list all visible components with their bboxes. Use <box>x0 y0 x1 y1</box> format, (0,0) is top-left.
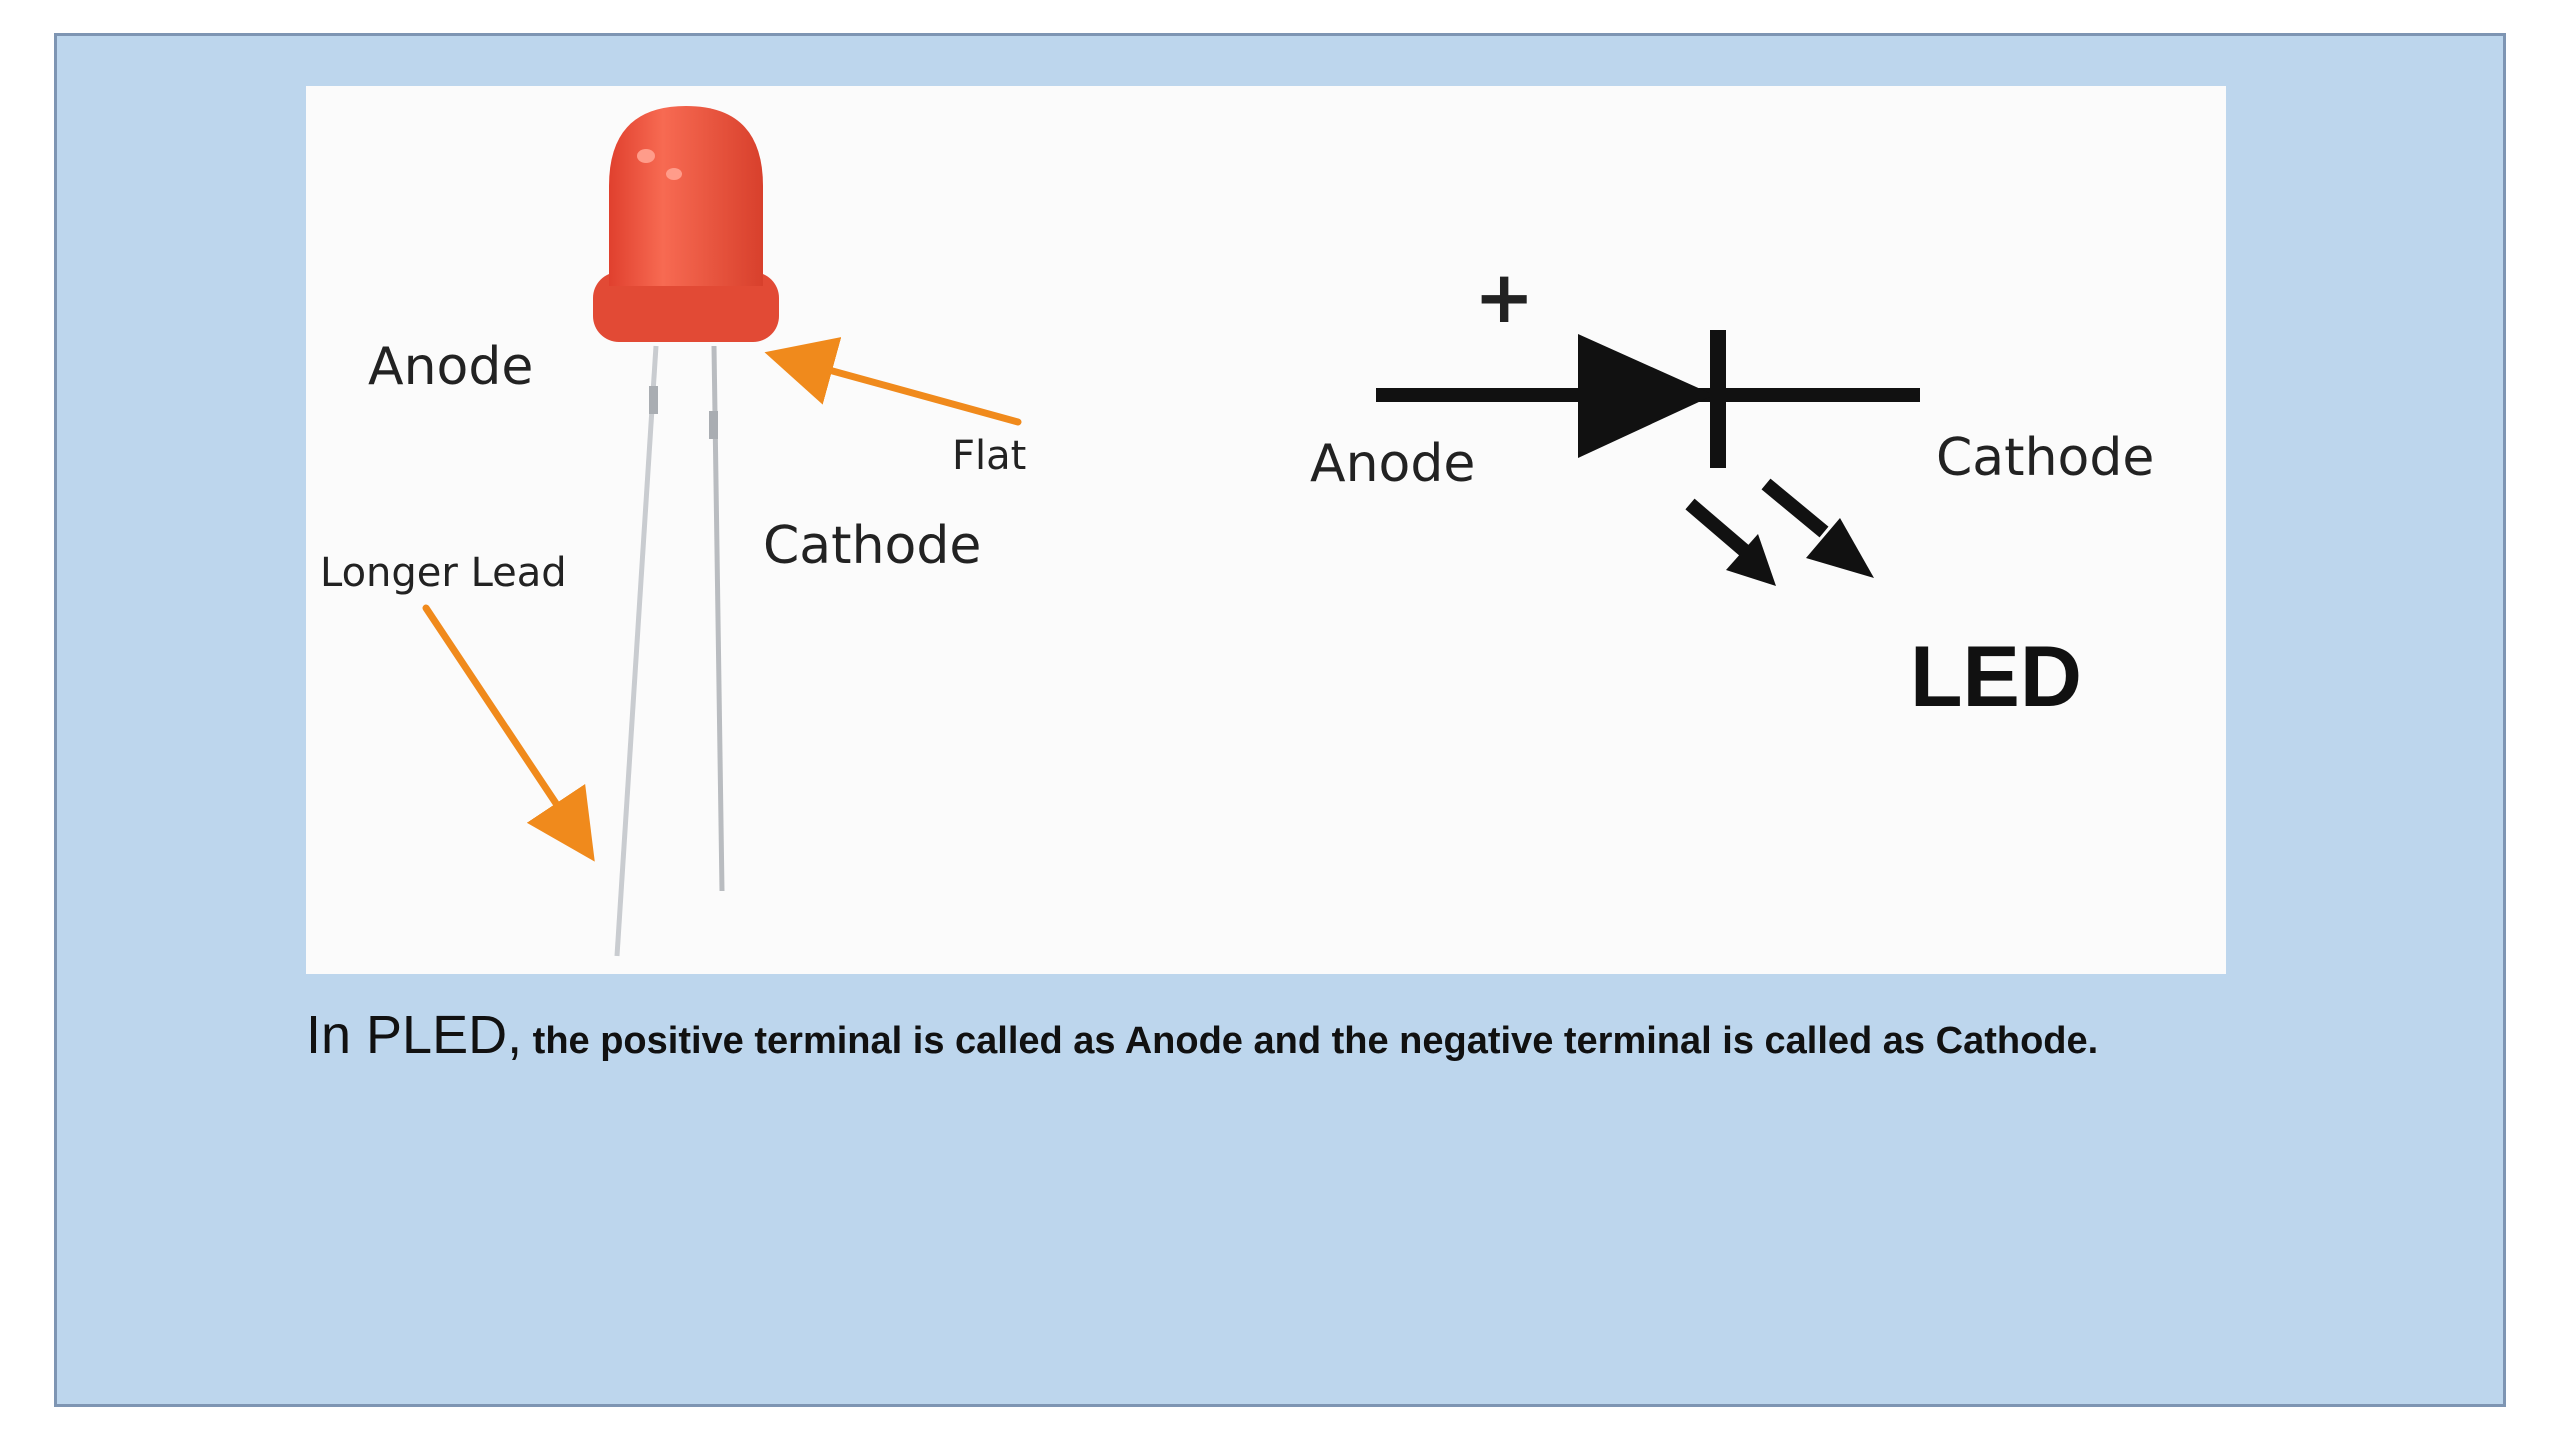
anode-lead <box>617 346 656 956</box>
led-diagram: Anode Flat Cathode Longer Lead + Anode <box>306 86 2226 974</box>
slide-panel: Anode Flat Cathode Longer Lead + Anode <box>54 33 2506 1407</box>
led-title: LED <box>1910 629 2082 725</box>
caption: In PLED, the positive terminal is called… <box>306 1004 2406 1084</box>
led-dome <box>609 106 763 286</box>
photo-flat-label: Flat <box>952 433 1026 479</box>
led-body <box>593 106 779 342</box>
caption-text: the positive terminal is called as Anode… <box>522 1020 2098 1062</box>
led-leads <box>617 346 722 956</box>
symbol-cathode-label: Cathode <box>1936 428 2154 488</box>
emission-arrow-1-shaft <box>1690 504 1746 552</box>
led-highlight-2 <box>666 168 682 180</box>
diode-triangle <box>1578 334 1714 458</box>
flat-pointer-arrow <box>778 356 1018 422</box>
caption-lead: In PLED, <box>306 1005 522 1065</box>
anode-lead-bend <box>649 386 658 414</box>
plus-sign: + <box>1474 255 1534 339</box>
emission-arrow-2-shaft <box>1766 484 1824 532</box>
cathode-lead-bend <box>709 411 718 439</box>
led-figure: Anode Flat Cathode Longer Lead + Anode <box>306 86 2226 974</box>
photo-cathode-label: Cathode <box>763 516 981 576</box>
photo-anode-label: Anode <box>368 337 533 397</box>
longer-lead-pointer-arrow <box>426 608 587 850</box>
symbol-anode-label: Anode <box>1310 434 1475 494</box>
photo-longer-lead-label: Longer Lead <box>320 550 567 596</box>
led-highlight <box>637 149 655 163</box>
